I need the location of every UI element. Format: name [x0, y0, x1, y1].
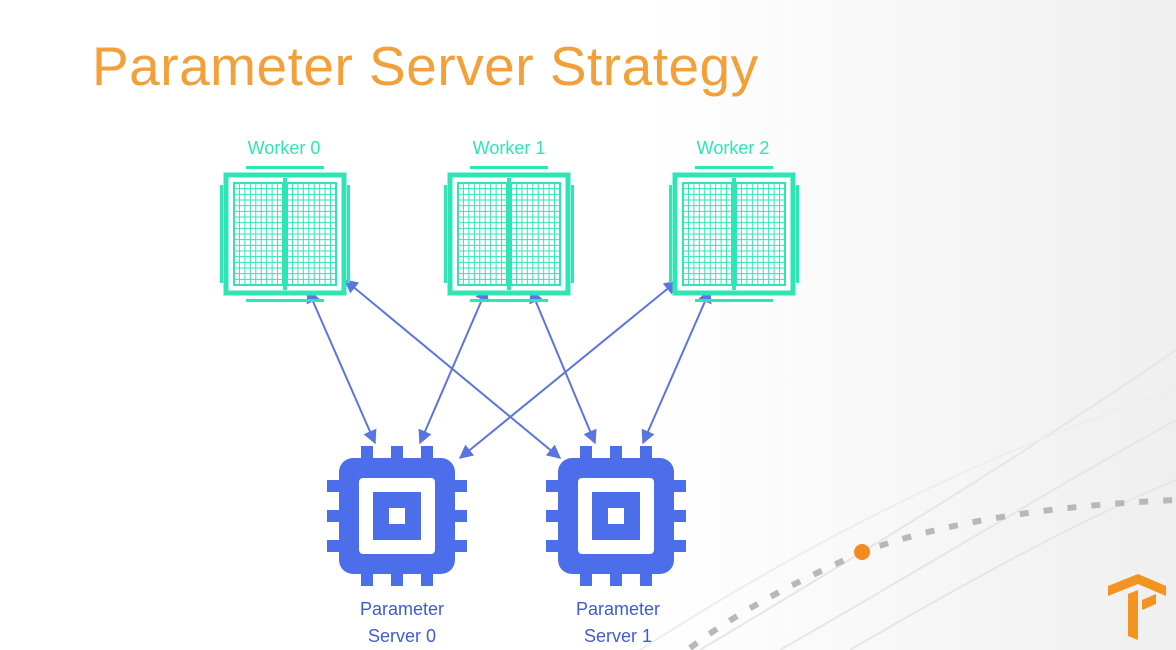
slide-title: Parameter Server Strategy — [92, 35, 759, 97]
parameter-server-0-label: Parameter Server 0 — [322, 596, 482, 650]
parameter-server-0-label-line1: Parameter — [359, 599, 445, 619]
arrow-worker-1-server-0 — [418, 286, 489, 445]
connection-arrows — [306, 279, 712, 459]
parameter-server-1-label-line2: Server 1 — [583, 626, 653, 646]
worker-2-tpu-chip-icon — [669, 166, 799, 302]
parameter-server-0-cpu-chip-icon — [327, 446, 467, 586]
worker-1-tpu-chip-icon — [444, 166, 574, 302]
parameter-server-1-label: Parameter Server 1 — [538, 596, 698, 650]
parameter-server-0-label-line2: Server 0 — [367, 626, 437, 646]
parameter-server-1-label-line1: Parameter — [575, 599, 661, 619]
arrow-worker-1-server-1 — [529, 288, 597, 445]
logo-part-1 — [1128, 590, 1138, 640]
worker-2-label: Worker 2 — [696, 138, 770, 158]
worker-0-label: Worker 0 — [247, 138, 321, 158]
parameter-server-1-cpu-chip-icon — [546, 446, 686, 586]
arrow-worker-2-server-0 — [458, 280, 679, 459]
arrow-worker-2-server-1 — [641, 288, 712, 445]
logo-part-0 — [1108, 574, 1166, 596]
arrow-worker-0-server-0 — [306, 288, 377, 445]
worker-1-label: Worker 1 — [472, 138, 546, 158]
background-curves — [639, 349, 1176, 650]
tensorflow-logo-icon — [1108, 574, 1166, 640]
worker-0-tpu-chip-icon — [220, 166, 350, 302]
logo-part-2 — [1142, 594, 1156, 610]
orange-dot — [854, 544, 870, 560]
